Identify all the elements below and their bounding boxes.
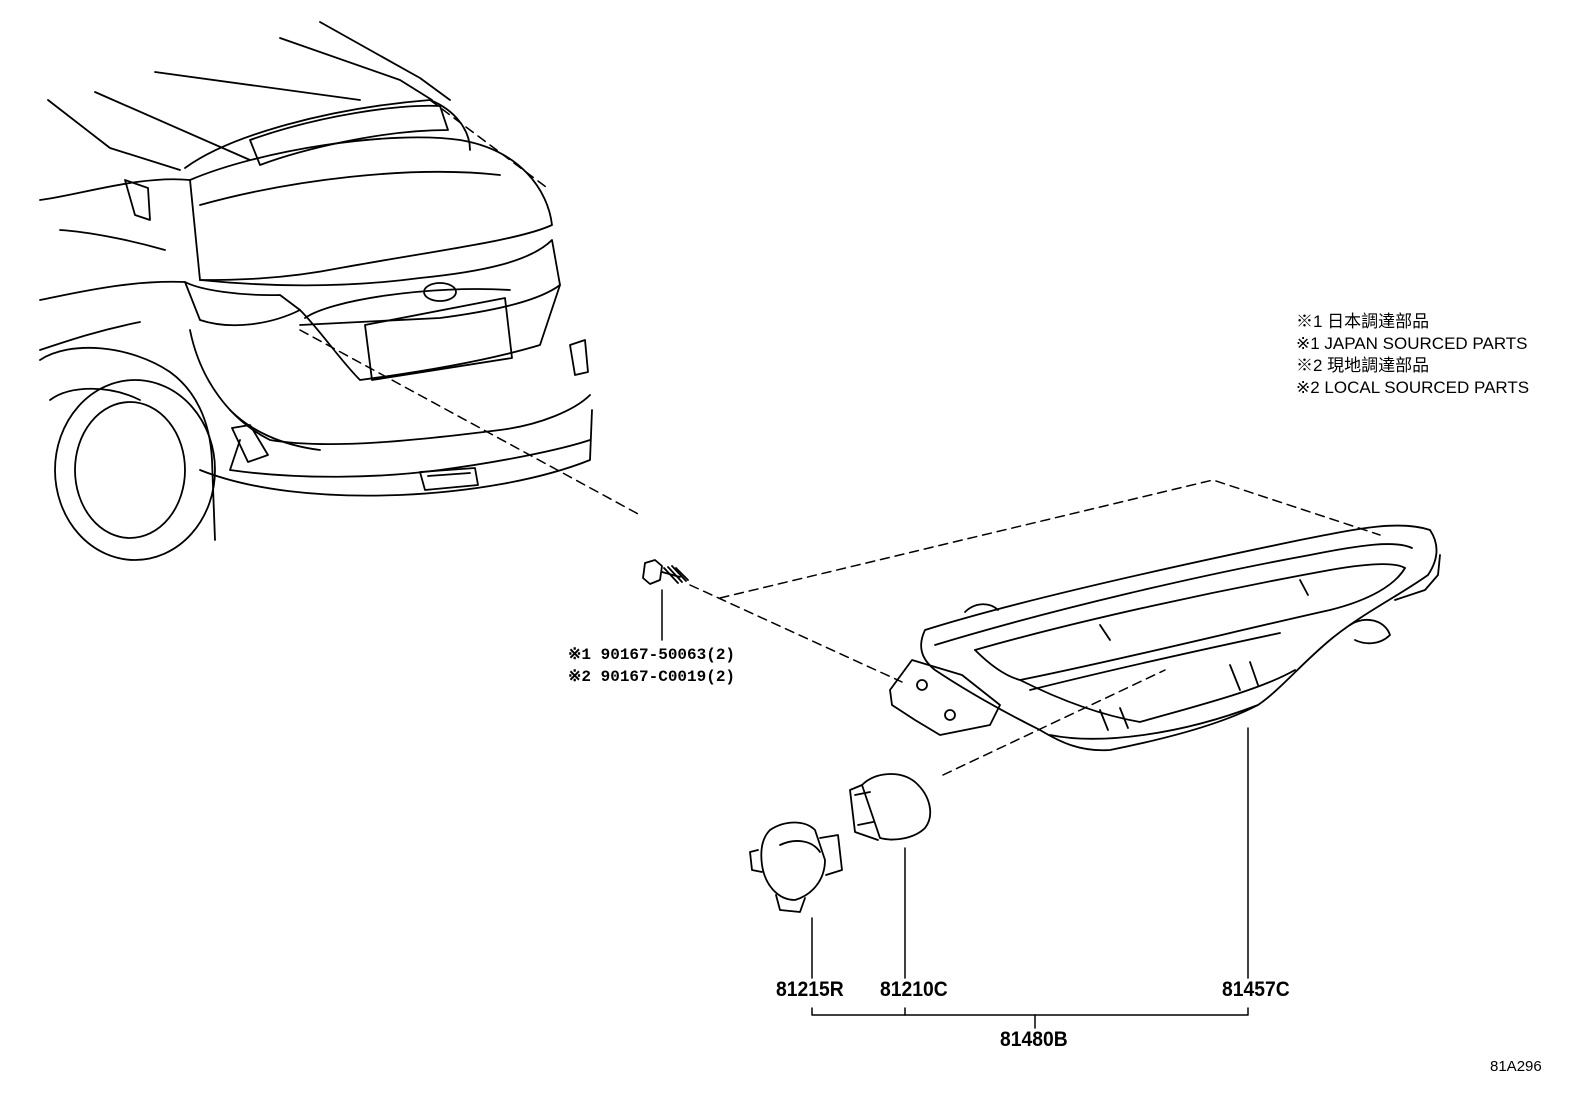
part-label-bulb[interactable]: 81210C: [880, 978, 948, 1001]
socket-illustration: [749, 821, 843, 913]
part-label-lens[interactable]: 81457C: [1222, 978, 1290, 1001]
part-label-assembly[interactable]: 81480B: [1000, 1028, 1068, 1051]
diagram-reference: 81A296: [1490, 1058, 1542, 1075]
note-local-jp: ※2 現地調達部品: [1296, 356, 1430, 375]
note-japan-jp: ※1 日本調達部品: [1296, 312, 1430, 331]
sourcing-notes: ※1 日本調達部品 ※1 JAPAN SOURCED PARTS ※2 現地調達…: [1296, 311, 1529, 399]
bolt-callout-local[interactable]: ※2 90167-C0019(2): [568, 668, 736, 686]
screw-illustration: [642, 559, 689, 585]
note-local-en: ※2 LOCAL SOURCED PARTS: [1296, 378, 1530, 397]
bulb-illustration: [849, 773, 932, 841]
note-japan-en: ※1 JAPAN SOURCED PARTS: [1296, 334, 1528, 353]
leader-lines: [661, 589, 1249, 1029]
vehicle-illustration: [39, 21, 593, 561]
assembly-guide-lines: [299, 99, 1381, 776]
rear-lamp-assembly: [889, 524, 1441, 752]
part-label-socket[interactable]: 81215R: [776, 978, 844, 1001]
bolt-callout-japan[interactable]: ※1 90167-50063(2): [568, 646, 736, 664]
